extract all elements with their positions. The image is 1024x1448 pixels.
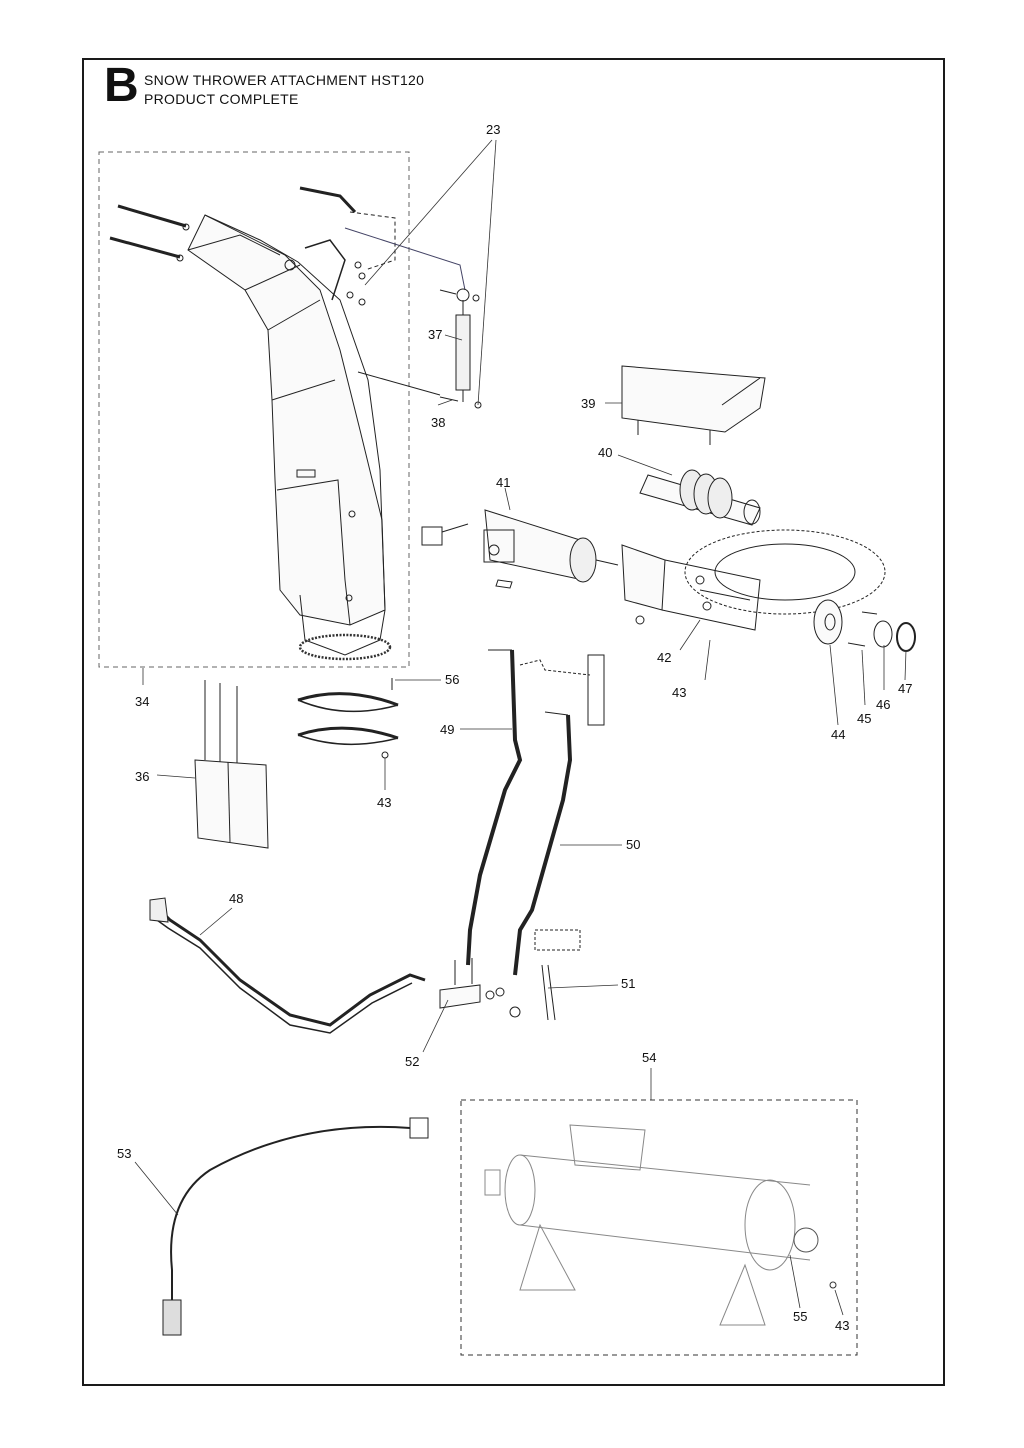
hydraulic-hoses-49-50 — [466, 649, 605, 976]
group-box-54 — [460, 1099, 858, 1356]
cable-harness-48 — [149, 897, 426, 1034]
page-frame — [82, 58, 945, 1386]
valve-block-52 — [439, 958, 521, 1018]
fitting-51 — [534, 929, 581, 1021]
callout-41: 41 — [496, 475, 510, 490]
callout-51: 51 — [621, 976, 635, 991]
callout-23: 23 — [486, 122, 500, 137]
title-line-2: PRODUCT COMPLETE — [144, 91, 299, 107]
callout-43-auger: 43 — [835, 1318, 849, 1333]
callout-42: 42 — [657, 650, 671, 665]
worm-shaft-40 — [639, 469, 761, 526]
callout-40: 40 — [598, 445, 612, 460]
callout-43-ring: 43 — [377, 795, 391, 810]
title-line-1: SNOW THROWER ATTACHMENT HST120 — [144, 72, 425, 88]
callout-39: 39 — [581, 396, 595, 411]
gear-housing-42 — [621, 529, 886, 631]
ring-halves-56 — [297, 678, 399, 759]
callout-49: 49 — [440, 722, 454, 737]
callout-45: 45 — [857, 711, 871, 726]
callout-54: 54 — [642, 1050, 656, 1065]
flange-parts-44-47 — [813, 599, 916, 652]
chute-assembly — [109, 186, 466, 661]
callout-43-motor: 43 — [672, 685, 686, 700]
callout-34: 34 — [135, 694, 149, 709]
cover-39 — [621, 365, 766, 445]
plate-36 — [194, 680, 269, 849]
callout-50: 50 — [626, 837, 640, 852]
group-box-34 — [98, 151, 410, 668]
callout-53: 53 — [117, 1146, 131, 1161]
callout-46: 46 — [876, 697, 890, 712]
sensor-cable-53 — [162, 1117, 429, 1336]
hydraulic-cylinder-37 — [439, 288, 482, 409]
callout-38: 38 — [431, 415, 445, 430]
callout-44: 44 — [831, 727, 845, 742]
callout-37: 37 — [428, 327, 442, 342]
section-letter: B — [104, 59, 139, 112]
callout-48: 48 — [229, 891, 243, 906]
callout-55: 55 — [793, 1309, 807, 1324]
callout-52: 52 — [405, 1054, 419, 1069]
callout-47: 47 — [898, 681, 912, 696]
gear-motor-41 — [421, 509, 619, 589]
callout-56: 56 — [445, 672, 459, 687]
callout-36: 36 — [135, 769, 149, 784]
auger-assembly-54 — [484, 1124, 837, 1326]
leader-lines — [134, 139, 907, 1316]
callout-labels: 23 34 36 37 38 39 40 41 42 43 43 43 44 4… — [117, 122, 912, 1333]
